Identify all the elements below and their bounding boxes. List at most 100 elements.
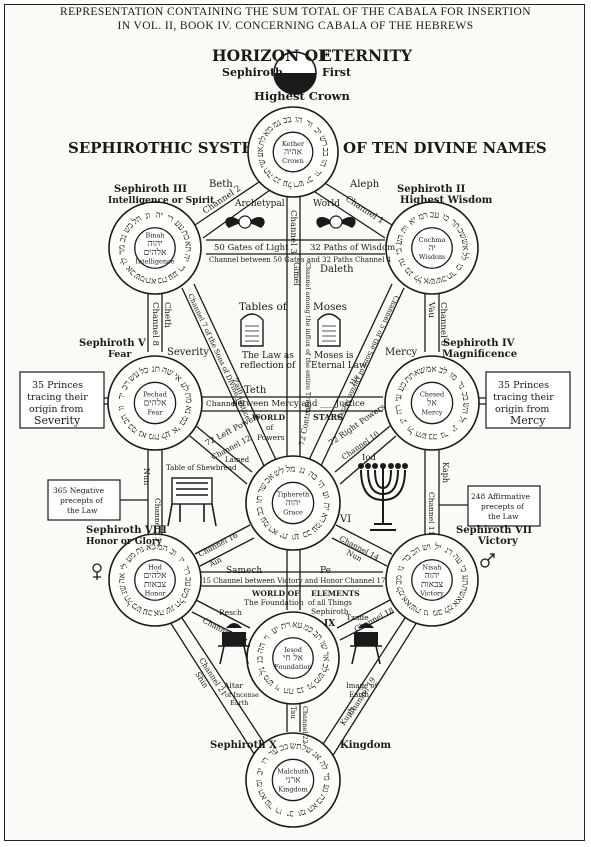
ring-hebrew-letter: לב xyxy=(437,364,449,377)
label-world: World xyxy=(313,199,340,209)
sephirah-inner-disc xyxy=(410,381,454,425)
heading-chesed-2: Magnificence xyxy=(442,349,517,360)
path-binah-cochma xyxy=(206,239,385,255)
ring-hebrew-letter: הו xyxy=(294,115,303,126)
ring-hebrew-letter: הה xyxy=(256,642,269,655)
label-between: between Mercy and ___ Justice xyxy=(232,399,365,409)
ring-hebrew-letter: נו xyxy=(396,564,407,572)
ring-hebrew-letter: יה xyxy=(180,253,192,263)
label-gates-light: 50 Gates of Light xyxy=(214,243,289,253)
sephirah-center-text: אל xyxy=(426,398,437,409)
label-law-1: The Law as xyxy=(242,351,294,361)
horizon-sub-left: Sephiroth xyxy=(222,66,283,79)
ring-hebrew-letter: ור xyxy=(303,118,314,130)
ring-hebrew-letter: הו xyxy=(317,158,329,168)
negative-line-3: the Law xyxy=(67,506,98,515)
heading-binah-1: Sephiroth III xyxy=(114,184,187,195)
ring-hebrew-letter: לי xyxy=(118,562,131,572)
label-tables-of: Tables of xyxy=(239,301,288,313)
sephirah-center-text: Tiphereth xyxy=(277,491,309,499)
ring-hebrew-letter: תל xyxy=(121,593,136,608)
label-world-of-3: Powers xyxy=(257,433,285,442)
path-tiphereth-hod xyxy=(194,524,255,567)
sephirah-inner-disc xyxy=(134,559,176,601)
sephirah-center-text: Crown xyxy=(282,157,304,165)
label-moses-eternal-2: Eternal Law xyxy=(311,361,367,371)
label-archetypal: Archetypal xyxy=(234,199,285,209)
ring-hebrew-letter: הע xyxy=(394,234,406,246)
ring-hebrew-letter: בא xyxy=(146,542,157,553)
princes-left-line-3: origin from xyxy=(29,404,83,415)
heading-cochma-1: Sephiroth II xyxy=(397,184,466,195)
channel-paths xyxy=(104,179,486,761)
ring-hebrew-letter: לש xyxy=(272,465,286,479)
ring-hebrew-letter: רש xyxy=(292,178,304,190)
ring-hebrew-letter: יב xyxy=(255,767,266,776)
ring-hebrew-letter: לל xyxy=(458,250,471,262)
ring-hebrew-letter: למ xyxy=(394,585,408,598)
ring-hebrew-letter: ול xyxy=(455,413,468,425)
ring-hebrew-letter: בנ xyxy=(255,656,265,664)
label-tau: Tau xyxy=(289,706,297,719)
label-severity: Severity xyxy=(167,347,209,358)
ring-hebrew-letter: נר xyxy=(439,428,450,440)
label-iod: Iod xyxy=(362,453,376,463)
ring-hebrew-letter: שכ xyxy=(434,273,448,286)
heading-cochma-2: Highest Wisdom xyxy=(400,195,493,206)
ring-hebrew-letter: כש xyxy=(178,586,191,600)
header-line-2: IN VOL. II, BOOK IV. CONCERNING CABALA O… xyxy=(117,20,474,32)
ring-hebrew-letter: ור xyxy=(311,167,323,179)
label-cheth: Cheth xyxy=(162,302,172,328)
ring-hebrew-letter: יל xyxy=(433,541,442,553)
label-world-foundation-2: The Foundation xyxy=(244,598,304,607)
ring-hebrew-letter: רא xyxy=(267,523,281,537)
sephirah-center-text: צבאות xyxy=(421,580,444,590)
sephirah-center-text: Chesed xyxy=(420,391,444,399)
sephirah-center-text: Victory xyxy=(419,590,444,598)
path-pechad-chesed xyxy=(200,396,383,412)
label-teth: Teth xyxy=(244,385,267,396)
path-chesed-nisah xyxy=(424,448,440,536)
ring-hebrew-letter: לת xyxy=(256,135,270,148)
ring-hebrew-letter: נא xyxy=(182,405,193,415)
ring-hebrew-letter: עי xyxy=(394,394,405,403)
ring-hebrew-letter: לכ xyxy=(318,662,331,674)
label-table-shewbread: Table of Shewbread xyxy=(166,464,237,472)
sephirah-center-text: אלהים xyxy=(144,247,167,258)
sephirah-center-text: יה xyxy=(428,244,436,254)
sephirah-center-text: אל חי xyxy=(283,653,304,664)
ring-hebrew-letter: כת xyxy=(179,229,192,242)
ring-hebrew-letter: שת xyxy=(456,584,470,599)
label-stars: STARS xyxy=(313,412,343,422)
ring-hebrew-letter: ומ xyxy=(254,779,265,788)
princes-box-left: 35 Princes tracing their origin from Sev… xyxy=(19,371,105,429)
sephirah-inner-disc xyxy=(411,559,453,601)
ring-hebrew-letter: נר xyxy=(454,380,466,392)
ring-hebrew-letter: רא xyxy=(316,511,329,524)
sephirah-center-text: ארני xyxy=(285,776,301,786)
ring-hebrew-letter: ננ xyxy=(298,465,306,476)
heading-nisah-1: Sephiroth VII xyxy=(456,525,532,536)
label-world-foundation-1: WORLD OF xyxy=(251,589,300,598)
ring-hebrew-letter: יב xyxy=(287,808,295,819)
path-hod-nisah xyxy=(200,571,383,587)
ring-hebrew-letter: לו xyxy=(118,256,131,266)
ring-hebrew-letter: עכ xyxy=(142,606,154,618)
princes-box-right: 35 Princes tracing their origin from Mer… xyxy=(485,371,571,429)
ring-hebrew-letter: של xyxy=(299,742,315,757)
ring-hebrew-letter: נה xyxy=(396,256,409,268)
ring-hebrew-letter: עכ xyxy=(182,577,192,587)
ring-hebrew-letter: רה xyxy=(393,404,405,415)
sephirah-inner-disc xyxy=(271,481,315,525)
ring-hebrew-letter: שה xyxy=(160,365,175,379)
ring-hebrew-letter: יע xyxy=(270,624,282,636)
ring-hebrew-letter: נע xyxy=(319,783,331,793)
tablet-left-icon xyxy=(240,313,264,347)
sephirah-inner-disc xyxy=(272,637,314,679)
label-channel22: Channel 22 xyxy=(301,706,309,744)
ring-hebrew-letter: תנ xyxy=(152,365,161,375)
